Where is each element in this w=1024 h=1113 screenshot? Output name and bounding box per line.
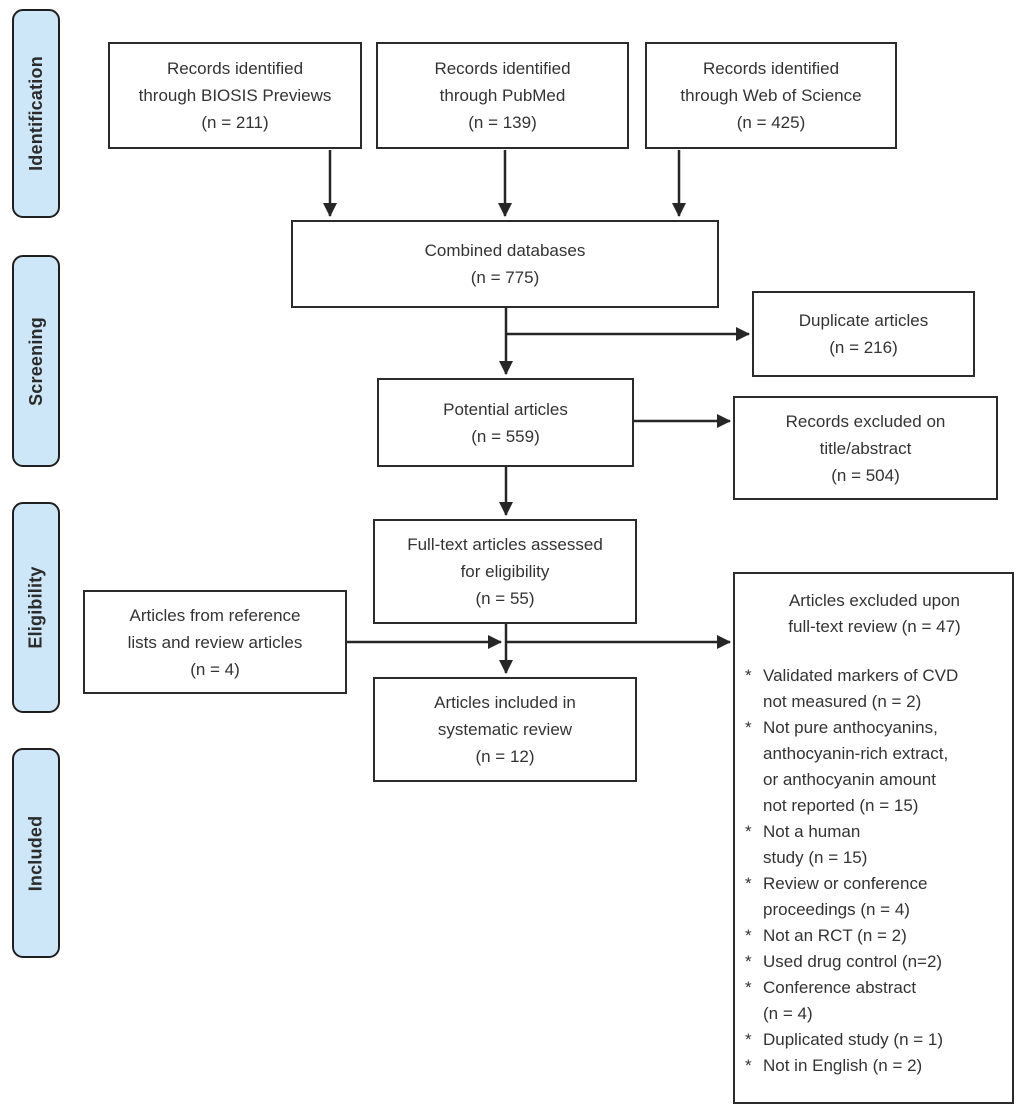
box-included-systematic-review: Articles included in systematic review (… bbox=[373, 677, 637, 782]
exclusion-reason-item: * Duplicated study (n = 1) bbox=[745, 1027, 1004, 1053]
exclusion-reason-item: * Not a human study (n = 15) bbox=[745, 819, 1004, 871]
stage-eligibility-label: Eligibility bbox=[25, 566, 46, 649]
exclusion-reason-text: Review or conference proceedings (n = 4) bbox=[763, 874, 928, 919]
bullet-asterisk: * bbox=[745, 1056, 752, 1075]
exclusion-reason-item: * Review or conference proceedings (n = … bbox=[745, 871, 1004, 923]
bullet-asterisk: * bbox=[745, 874, 752, 893]
bullet-asterisk: * bbox=[745, 1030, 752, 1049]
stage-identification-label: Identification bbox=[25, 56, 46, 171]
bullet-asterisk: * bbox=[745, 952, 752, 971]
stage-included: Included bbox=[12, 748, 60, 958]
box-records-web-of-science: Records identified through Web of Scienc… bbox=[645, 42, 897, 149]
exclusion-reason-text: Not in English (n = 2) bbox=[763, 1056, 923, 1075]
box-combined-databases: Combined databases (n = 775) bbox=[291, 220, 719, 308]
exclusion-reason-item: * Not an RCT (n = 2) bbox=[745, 923, 1004, 949]
bullet-asterisk: * bbox=[745, 822, 752, 841]
stage-eligibility: Eligibility bbox=[12, 502, 60, 713]
exclusion-reason-text: Used drug control (n=2) bbox=[763, 952, 943, 971]
box-records-excluded-title-abstract: Records excluded on title/abstract (n = … bbox=[733, 396, 998, 500]
exclusion-reason-text: Not an RCT (n = 2) bbox=[763, 926, 907, 945]
box-potential-articles: Potential articles (n = 559) bbox=[377, 378, 634, 467]
bullet-asterisk: * bbox=[745, 978, 752, 997]
stage-included-label: Included bbox=[25, 815, 46, 891]
exclusion-reason-item: * Validated markers of CVD not measured … bbox=[745, 663, 1004, 715]
exclusion-reason-text: Conference abstract (n = 4) bbox=[763, 978, 917, 1023]
stage-screening-label: Screening bbox=[25, 316, 46, 406]
box-fulltext-assessed: Full-text articles assessed for eligibil… bbox=[373, 519, 637, 624]
exclusion-reason-text: Duplicated study (n = 1) bbox=[763, 1030, 944, 1049]
stage-identification: Identification bbox=[12, 9, 60, 218]
box-records-pubmed: Records identified through PubMed (n = 1… bbox=[376, 42, 629, 149]
box-reference-lists: Articles from reference lists and review… bbox=[83, 590, 347, 694]
exclusion-reason-text: Not a human study (n = 15) bbox=[763, 822, 868, 867]
bullet-asterisk: * bbox=[745, 926, 752, 945]
excluded-fulltext-title: Articles excluded upon full-text review … bbox=[788, 591, 961, 636]
exclusion-reason-item: * Used drug control (n=2) bbox=[745, 949, 1004, 975]
bullet-asterisk: * bbox=[745, 718, 752, 737]
exclusion-reason-text: Validated markers of CVD not measured (n… bbox=[763, 666, 959, 711]
exclusion-reason-item: * Conference abstract (n = 4) bbox=[745, 975, 1004, 1027]
exclusion-reason-text: Not pure anthocyanins, anthocyanin-rich … bbox=[763, 718, 949, 815]
bullet-asterisk: * bbox=[745, 666, 752, 685]
box-duplicate-articles: Duplicate articles (n = 216) bbox=[752, 291, 975, 377]
box-excluded-fulltext-reasons: Articles excluded upon full-text review … bbox=[733, 572, 1014, 1104]
exclusion-reason-item: * Not in English (n = 2) bbox=[745, 1053, 1004, 1079]
stage-screening: Screening bbox=[12, 255, 60, 467]
exclusion-reason-item: * Not pure anthocyanins, anthocyanin-ric… bbox=[745, 715, 1004, 819]
box-records-biosis: Records identified through BIOSIS Previe… bbox=[108, 42, 362, 149]
